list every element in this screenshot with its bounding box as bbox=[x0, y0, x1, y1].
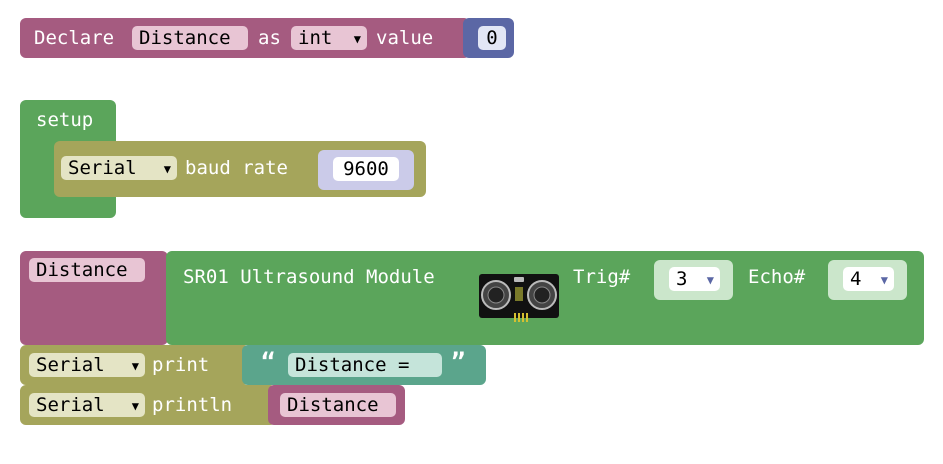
echo-label: Echo# bbox=[748, 266, 806, 288]
declare-type-dropdown[interactable]: int ▼ bbox=[291, 26, 367, 50]
set-variable-name-field[interactable]: Distance bbox=[29, 258, 145, 282]
declare-variable-name: Distance bbox=[139, 27, 231, 49]
get-variable-name-field[interactable]: Distance bbox=[280, 393, 396, 417]
baud-number-field[interactable]: 9600 bbox=[333, 157, 399, 181]
chevron-down-icon: ▼ bbox=[163, 162, 171, 176]
serial-print-port-value: Serial bbox=[36, 354, 105, 376]
declare-value-label: value bbox=[376, 27, 434, 49]
math-number-field[interactable]: 0 bbox=[478, 26, 506, 50]
baud-number-value: 9600 bbox=[343, 158, 389, 180]
chevron-down-icon: ▼ bbox=[131, 399, 139, 413]
trig-pin-dropdown[interactable]: 3 ▼ bbox=[669, 267, 720, 291]
quote-open-icon: “ bbox=[261, 348, 276, 376]
get-variable-name: Distance bbox=[287, 394, 379, 416]
math-number-value: 0 bbox=[486, 27, 498, 49]
chevron-down-icon: ▼ bbox=[706, 273, 714, 287]
serial-println-keyword: println bbox=[152, 394, 233, 416]
echo-pin-value: 4 bbox=[850, 268, 862, 290]
chevron-down-icon: ▼ bbox=[880, 273, 888, 287]
set-variable-name: Distance bbox=[36, 259, 128, 281]
serial-println-port-dropdown[interactable]: Serial ▼ bbox=[29, 393, 145, 417]
serial-begin-baud-label: baud rate bbox=[185, 157, 288, 179]
text-string-field[interactable]: Distance = bbox=[288, 353, 442, 377]
quote-close-icon: ” bbox=[451, 348, 466, 376]
chevron-down-icon: ▼ bbox=[131, 359, 139, 373]
ultrasound-sensor-icon bbox=[479, 274, 559, 322]
declare-keyword: Declare bbox=[34, 27, 115, 49]
echo-pin-dropdown[interactable]: 4 ▼ bbox=[843, 267, 894, 291]
serial-print-port-dropdown[interactable]: Serial ▼ bbox=[29, 353, 145, 377]
ultrasound-module-label: SR01 Ultrasound Module bbox=[183, 266, 435, 288]
trig-pin-value: 3 bbox=[676, 268, 688, 290]
serial-println-port-value: Serial bbox=[36, 394, 105, 416]
trig-label: Trig# bbox=[573, 266, 631, 288]
text-string-value: Distance = bbox=[295, 354, 410, 376]
setup-keyword: setup bbox=[36, 109, 94, 131]
declare-variable-name-field[interactable]: Distance bbox=[132, 26, 248, 50]
chevron-down-icon: ▼ bbox=[353, 32, 361, 46]
serial-print-keyword: print bbox=[152, 354, 210, 376]
declare-as-label: as bbox=[258, 27, 281, 49]
serial-begin-port-dropdown[interactable]: Serial ▼ bbox=[61, 156, 177, 180]
serial-begin-port-value: Serial bbox=[68, 157, 137, 179]
declare-type-value: int bbox=[298, 27, 333, 49]
